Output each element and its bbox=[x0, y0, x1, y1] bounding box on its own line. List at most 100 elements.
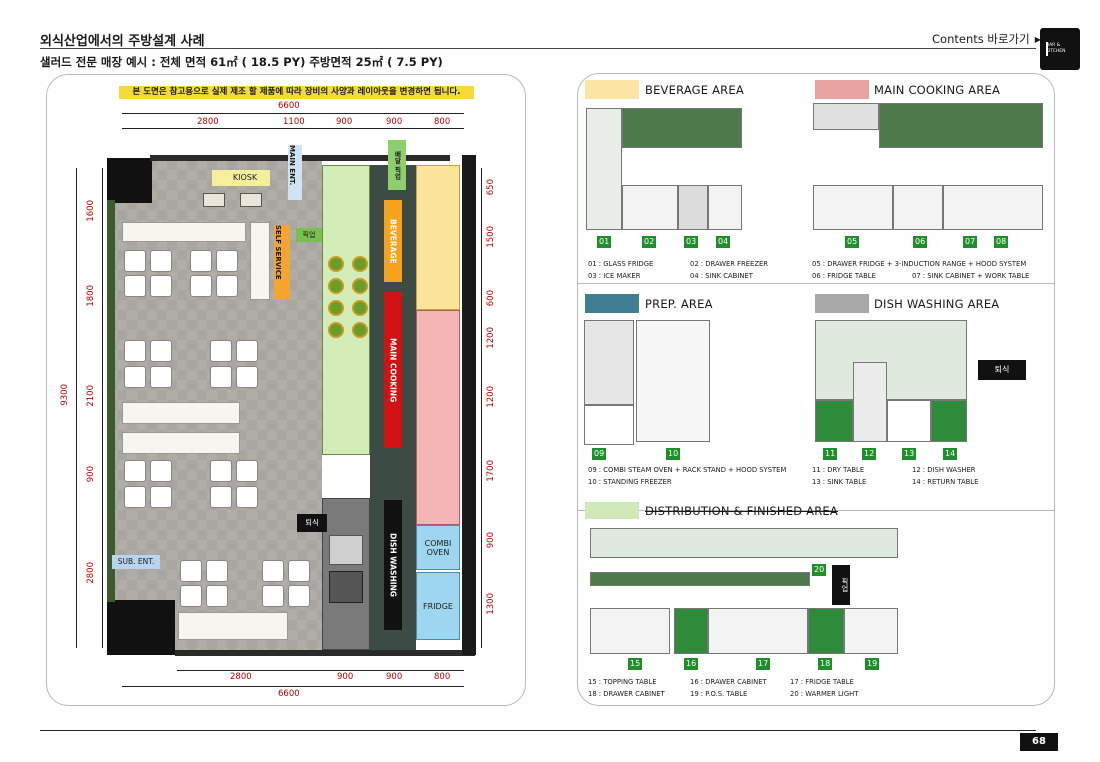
distribution-swatch bbox=[585, 502, 639, 519]
badge-06: 06 bbox=[913, 236, 928, 248]
dish-washer bbox=[853, 362, 887, 442]
fridge-table bbox=[708, 608, 808, 654]
standing-freezer bbox=[636, 320, 710, 442]
main-ent-arrow: MAIN ENT. bbox=[288, 145, 302, 200]
chair bbox=[124, 460, 146, 482]
beverage-title: BEVERAGE AREA bbox=[645, 83, 744, 97]
dish-washing-station bbox=[322, 498, 370, 650]
chair bbox=[210, 340, 232, 362]
triangle-right-icon: ▶ bbox=[1034, 34, 1041, 44]
caption: 18 : DRAWER CABINET bbox=[588, 690, 665, 698]
badge-13: 13 bbox=[902, 448, 917, 460]
dim-right-3: 600 bbox=[486, 290, 496, 307]
page-subtitle: 샐러드 전문 매장 예시 : 전체 면적 61㎡ ( 18.5 PY) 주방면적… bbox=[40, 55, 443, 69]
badge-07: 07 bbox=[963, 236, 978, 248]
badge-20: 20 bbox=[812, 564, 827, 576]
dim-top-4: 900 bbox=[386, 117, 403, 127]
header-rule bbox=[40, 48, 1036, 49]
caption: 15 : TOPPING TABLE bbox=[588, 678, 657, 686]
salad-bowls bbox=[322, 248, 370, 443]
dim-right-4: 1200 bbox=[486, 327, 496, 349]
chair bbox=[210, 366, 232, 388]
chair bbox=[124, 486, 146, 508]
dish-washing-arrow: DISH WASHING bbox=[384, 500, 402, 630]
caption: 06 : FRIDGE TABLE bbox=[812, 272, 876, 280]
kiosk-unit bbox=[203, 193, 225, 207]
beverage-swatch bbox=[585, 80, 639, 99]
green-wall bbox=[107, 200, 115, 602]
bench bbox=[178, 612, 288, 640]
contents-link[interactable]: Contents 바로가기 ▶ bbox=[932, 31, 1041, 47]
corner-column bbox=[107, 158, 152, 203]
chair bbox=[262, 585, 284, 607]
chair bbox=[150, 460, 172, 482]
sink-table bbox=[887, 400, 931, 442]
chair bbox=[288, 560, 310, 582]
caption: 14 : RETURN TABLE bbox=[912, 478, 979, 486]
chair bbox=[236, 486, 258, 508]
bench bbox=[122, 222, 246, 242]
dim-left-total: 9300 bbox=[60, 384, 70, 406]
dim-top-2: 1100 bbox=[283, 117, 305, 127]
dim-right-7: 900 bbox=[486, 532, 496, 549]
chair bbox=[150, 486, 172, 508]
dim-right-2: 1500 bbox=[486, 226, 496, 248]
ice-maker bbox=[678, 185, 708, 230]
caption: 07 : SINK CABINET + WORK TABLE bbox=[912, 272, 1030, 280]
chair bbox=[190, 275, 212, 297]
chair bbox=[124, 250, 146, 272]
topping-bins bbox=[590, 572, 810, 586]
bottom-wall bbox=[175, 650, 475, 656]
caption: 17 : FRIDGE TABLE bbox=[790, 678, 854, 686]
caption: 12 : DISH WASHER bbox=[912, 466, 976, 474]
pickup-arrow: 픽업 bbox=[832, 565, 850, 605]
fridge-table bbox=[893, 185, 943, 230]
pos-table bbox=[844, 608, 898, 654]
footer-rule bbox=[40, 730, 1036, 731]
dry-table bbox=[815, 400, 853, 442]
combi-oven: COMBI OVEN bbox=[416, 525, 460, 570]
caption: 13 : SINK TABLE bbox=[812, 478, 867, 486]
dish-washing-title: DISH WASHING AREA bbox=[874, 297, 1000, 311]
induction-range bbox=[813, 185, 893, 230]
self-service-counter bbox=[250, 222, 270, 300]
dim-bottom-1: 2800 bbox=[230, 672, 252, 682]
bench bbox=[122, 432, 240, 454]
main-cooking-swatch bbox=[815, 80, 869, 99]
caption: 05 : DRAWER FRIDGE + 3-INDUCTION RANGE +… bbox=[812, 260, 1027, 268]
prep-title: PREP. AREA bbox=[645, 297, 713, 311]
drawer-cabinet bbox=[808, 608, 844, 654]
dim-left-4: 900 bbox=[86, 466, 96, 483]
topping-table bbox=[590, 608, 670, 654]
main-cooking-arrow: MAIN COOKING bbox=[384, 292, 402, 448]
upper-cabinets bbox=[622, 108, 742, 148]
chair bbox=[150, 275, 172, 297]
badge-19: 19 bbox=[865, 658, 880, 670]
fridge: FRIDGE bbox=[416, 572, 460, 640]
badge-15: 15 bbox=[628, 658, 643, 670]
dim-top-5: 800 bbox=[434, 117, 451, 127]
caption: 03 : ICE MAKER bbox=[588, 272, 641, 280]
caption: 20 : WARMER LIGHT bbox=[790, 690, 859, 698]
upper-shelves bbox=[590, 528, 898, 558]
plan-note: 본 도면은 참고용으로 실제 제조 할 제품에 따라 장비의 사양과 레이아웃을… bbox=[119, 86, 474, 99]
badge-04: 04 bbox=[716, 236, 731, 248]
chair bbox=[262, 560, 284, 582]
brand-logo: BAR & KITCHEN bbox=[1040, 28, 1080, 70]
rack-stand bbox=[584, 405, 634, 445]
chair bbox=[216, 275, 238, 297]
chair bbox=[210, 486, 232, 508]
badge-16: 16 bbox=[684, 658, 699, 670]
caption: 09 : COMBI STEAM OVEN + RACK STAND + HOO… bbox=[588, 466, 787, 474]
page-title: 외식산업에서의 주방설계 사례 bbox=[40, 34, 205, 49]
page-number: 68 bbox=[1020, 733, 1058, 751]
dim-top-total: 6600 bbox=[278, 101, 300, 111]
prep-swatch bbox=[585, 294, 639, 313]
drawer-cabinet bbox=[674, 608, 708, 654]
caption: 02 : DRAWER FREEZER bbox=[690, 260, 769, 268]
dim-left-5: 2800 bbox=[86, 562, 96, 584]
caption: 11 : DRY TABLE bbox=[812, 466, 865, 474]
self-service-arrow: SELF SERVICE bbox=[274, 225, 290, 300]
badge-18: 18 bbox=[818, 658, 833, 670]
caption: 10 : STANDING FREEZER bbox=[588, 478, 672, 486]
